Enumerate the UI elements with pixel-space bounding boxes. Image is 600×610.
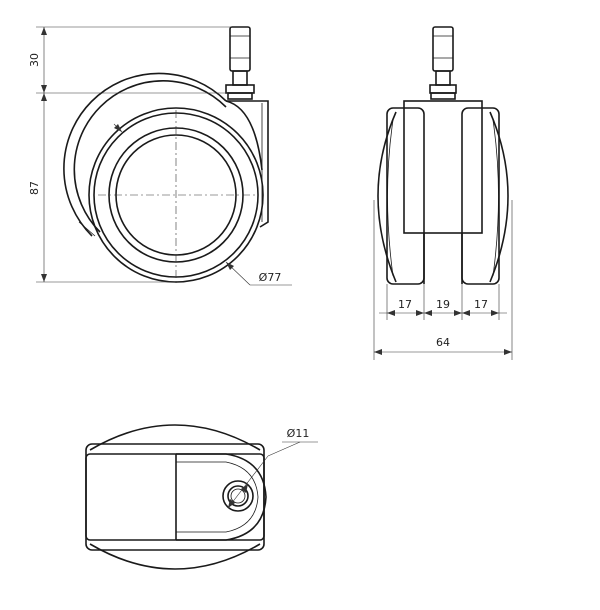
side-view: 30 87 Ø77 bbox=[28, 26, 292, 286]
tyre-top-outline bbox=[89, 424, 261, 451]
stem-hole-top bbox=[222, 480, 254, 512]
tyre-right-outline bbox=[489, 111, 509, 283]
dimension-wheel-diameter: Ø77 bbox=[113, 123, 292, 286]
dimension-overall-width: 64 bbox=[373, 200, 513, 360]
front-view: 17 19 17 64 bbox=[373, 26, 513, 360]
stem-diameter-label: Ø11 bbox=[287, 427, 310, 440]
top-view: Ø11 bbox=[85, 424, 318, 570]
right-wheel-width-label: 17 bbox=[474, 298, 488, 311]
dimension-total-height: 87 bbox=[28, 93, 176, 283]
housing-side bbox=[63, 72, 269, 237]
dimension-wheel-widths: 17 19 17 bbox=[379, 284, 507, 320]
tyre-bottom-outline bbox=[89, 543, 261, 570]
wheel-top-outline bbox=[85, 443, 265, 551]
left-wheel-front bbox=[386, 107, 425, 285]
total-height-label: 87 bbox=[28, 181, 41, 195]
housing-top bbox=[85, 453, 265, 541]
wheel-diameter-label: Ø77 bbox=[259, 271, 282, 284]
dimension-stem-diameter: Ø11 bbox=[227, 427, 318, 509]
stem-height-label: 30 bbox=[28, 53, 41, 67]
dimension-stem-height: 30 bbox=[28, 26, 232, 94]
housing-front bbox=[403, 100, 483, 234]
stem-side bbox=[225, 26, 255, 100]
overall-width-label: 64 bbox=[436, 336, 450, 349]
left-wheel-width-label: 17 bbox=[398, 298, 412, 311]
right-wheel-front bbox=[461, 107, 500, 285]
stem-front bbox=[429, 26, 457, 100]
tyre-left-outline bbox=[377, 111, 397, 283]
gap-width-label: 19 bbox=[436, 298, 450, 311]
